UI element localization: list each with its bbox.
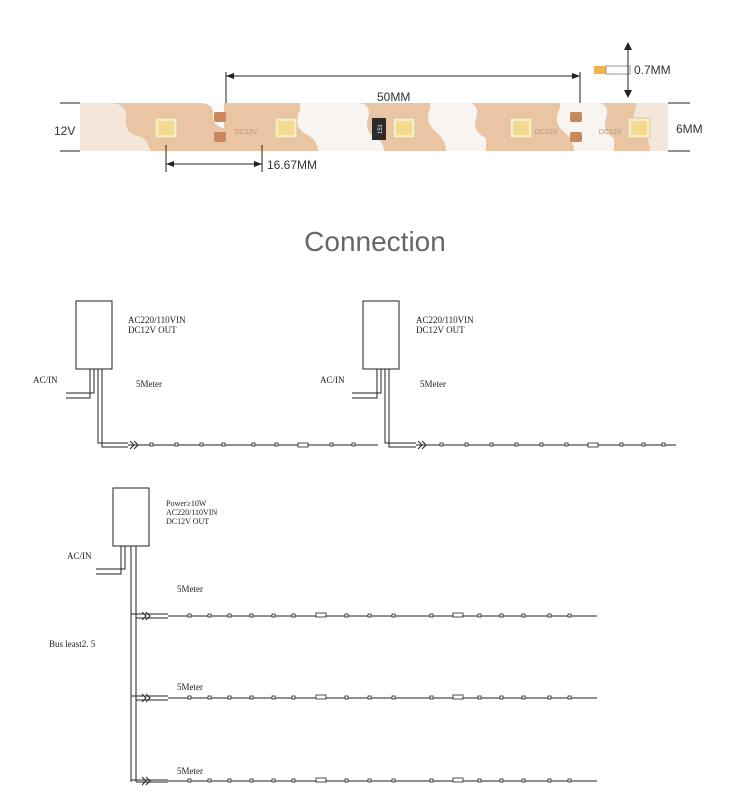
supply1-input-label: AC/IN bbox=[33, 375, 58, 385]
strip-print: DC12V bbox=[599, 129, 622, 136]
strip-cutout bbox=[80, 103, 150, 151]
strip-print: DC12V bbox=[235, 129, 258, 136]
supply2-spec-line: DC12V OUT bbox=[416, 325, 465, 335]
connection-diagram-1 bbox=[66, 300, 676, 450]
branch-length-label: 5Meter bbox=[177, 584, 203, 594]
solder-pad bbox=[214, 112, 226, 122]
led-chip bbox=[513, 121, 529, 135]
solder-pad bbox=[570, 132, 582, 142]
voltage-marks bbox=[60, 102, 80, 152]
width-label: 50MM bbox=[377, 90, 411, 104]
led-chip bbox=[158, 121, 174, 135]
bus-label: Bus least2. 5 bbox=[49, 639, 96, 649]
supply3-spec-line: DC12V OUT bbox=[166, 517, 210, 526]
power-supply-box bbox=[362, 300, 400, 370]
thickness-label: 0.7MM bbox=[634, 63, 671, 77]
power-supply-box bbox=[112, 487, 150, 547]
section-heading: Connection bbox=[304, 226, 446, 257]
led-strip: 151 DC12V DC12V DC12V bbox=[80, 103, 668, 151]
dimension-height bbox=[668, 102, 690, 152]
supply3-spec-line: Power≥10W bbox=[166, 499, 207, 508]
solder-pad bbox=[570, 112, 582, 122]
strip-cutout bbox=[180, 103, 224, 128]
strip-cutout bbox=[633, 103, 668, 151]
connection-diagram-2 bbox=[96, 487, 597, 786]
power-supply-box bbox=[75, 300, 113, 370]
led-chip bbox=[631, 121, 647, 135]
strip-dots-1 bbox=[149, 442, 666, 448]
led-chip bbox=[278, 121, 294, 135]
supply2-spec: AC220/110VIN DC12V OUT bbox=[416, 315, 474, 335]
branch-length-label: 5Meter bbox=[177, 682, 203, 692]
led-chip bbox=[396, 121, 412, 135]
solder-pad bbox=[214, 132, 226, 142]
strip-cutout bbox=[297, 103, 384, 151]
voltage-label: 12V bbox=[54, 124, 76, 138]
strip-print: DC12V bbox=[535, 129, 558, 136]
supply1-spec: AC220/110VIN DC12V OUT bbox=[128, 315, 186, 335]
resistor-code: 151 bbox=[378, 123, 384, 134]
pitch-label: 16.67MM bbox=[267, 158, 318, 172]
supply1-spec-line: AC220/110VIN bbox=[128, 315, 186, 325]
supply2-spec-line: AC220/110VIN bbox=[416, 315, 474, 325]
supply3-spec-line: AC220/110VIN bbox=[166, 508, 218, 517]
supply1-spec-line: DC12V OUT bbox=[128, 325, 177, 335]
dimension-pitch bbox=[165, 145, 263, 172]
branch-length-label: 5Meter bbox=[177, 766, 203, 776]
resistor bbox=[372, 118, 386, 140]
supply3-spec: Power≥10W AC220/110VIN DC12V OUT bbox=[166, 499, 217, 526]
strip-cutout bbox=[428, 103, 486, 151]
supply2-input-label: AC/IN bbox=[320, 375, 345, 385]
supply2-length-label: 5Meter bbox=[420, 379, 446, 389]
height-label: 6MM bbox=[676, 122, 703, 136]
dimension-width bbox=[225, 72, 581, 103]
supply1-length-label: 5Meter bbox=[136, 379, 162, 389]
dimension-thickness bbox=[594, 42, 632, 98]
strip-dots-2 bbox=[187, 612, 572, 783]
supply3-input-label: AC/IN bbox=[67, 551, 92, 561]
